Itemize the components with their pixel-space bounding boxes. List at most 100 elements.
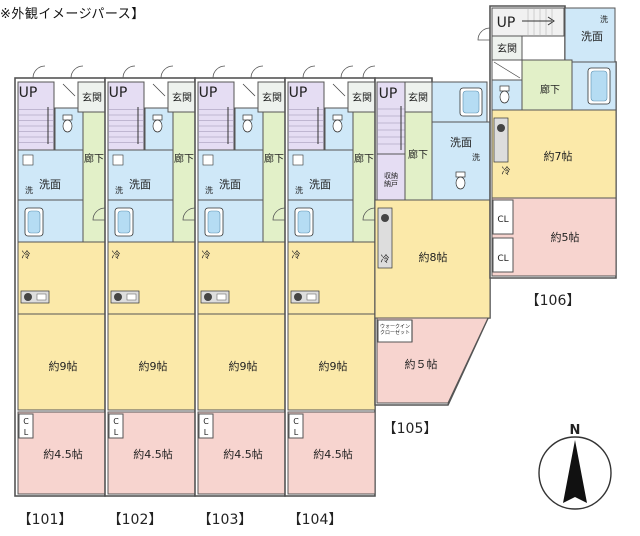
toilet-icon bbox=[499, 90, 510, 104]
toilet-icon-tank bbox=[332, 114, 343, 121]
front-door-swing bbox=[160, 65, 174, 79]
closet-label-l: L bbox=[114, 428, 119, 437]
corridor bbox=[521, 59, 573, 111]
front-door-swing bbox=[250, 65, 264, 79]
wash-mark: 洗 bbox=[472, 152, 480, 162]
stove-icon-sink bbox=[126, 293, 137, 301]
entrance bbox=[491, 35, 523, 61]
closet-label-c: C bbox=[23, 417, 29, 426]
unit-label-103: 【103】 bbox=[198, 512, 253, 528]
closet-label-c: C bbox=[113, 417, 119, 426]
up-label: UP bbox=[289, 85, 308, 101]
corridor-label: 廊下 bbox=[174, 152, 194, 165]
stairs bbox=[376, 81, 406, 155]
compass-needle-icon bbox=[563, 440, 587, 503]
stove-icon bbox=[377, 207, 393, 269]
up-label: UP bbox=[19, 85, 38, 101]
closet bbox=[108, 413, 124, 439]
toilet-icon bbox=[332, 119, 343, 133]
shoe-box-mark bbox=[493, 61, 521, 79]
stove-burner bbox=[497, 124, 505, 132]
up-label: UP bbox=[497, 15, 516, 31]
living-room-size: 約9帖 bbox=[319, 359, 348, 373]
stove-icon-burner bbox=[204, 293, 212, 301]
unit-label-102: 【102】 bbox=[108, 512, 163, 528]
wash-mark: 洗 bbox=[205, 185, 213, 195]
closet-label: CL bbox=[497, 215, 508, 225]
toilet-icon-tank bbox=[455, 171, 466, 178]
entrance-label: 玄関 bbox=[497, 42, 517, 55]
stove-icon-sink bbox=[36, 293, 47, 301]
washroom-label: 洗面 bbox=[450, 136, 472, 149]
living-room-size: 約9帖 bbox=[139, 359, 168, 373]
shoe-box-mark bbox=[242, 83, 256, 97]
washer-icon bbox=[292, 154, 304, 166]
washroom bbox=[564, 7, 616, 63]
corridor-label: 廊下 bbox=[84, 152, 104, 165]
bedroom-size: 約4.5帖 bbox=[43, 447, 83, 461]
up-label: UP bbox=[109, 85, 128, 101]
living-room bbox=[491, 109, 617, 199]
wash-mark: 洗 bbox=[25, 185, 33, 195]
unit-label-105: 【105】 bbox=[383, 421, 438, 437]
fridge-label: 冷 bbox=[501, 165, 510, 177]
compass-north-label: N bbox=[570, 423, 581, 438]
shoe-box-mark bbox=[62, 83, 76, 97]
living-room-size: 約9帖 bbox=[229, 359, 258, 373]
bedroom-size: 約4.5帖 bbox=[313, 447, 353, 461]
entry-door-swing bbox=[477, 27, 491, 41]
toilet-icon bbox=[455, 176, 466, 190]
stove-icon-burner bbox=[114, 293, 122, 301]
door-swing bbox=[362, 207, 376, 221]
stove-icon-burner bbox=[24, 293, 32, 301]
living-room-size: 約9帖 bbox=[49, 359, 78, 373]
toilet-icon bbox=[152, 119, 163, 133]
wash-mark: 洗 bbox=[295, 185, 303, 195]
bedroom-size: 約5帖 bbox=[551, 230, 580, 244]
corridor bbox=[172, 111, 196, 253]
front-door-swing bbox=[70, 65, 84, 79]
living-room bbox=[197, 313, 286, 411]
corridor-label: 廊下 bbox=[264, 152, 284, 165]
bedroom-size: 約５帖 bbox=[405, 357, 438, 371]
fridge-label: 冷 bbox=[291, 249, 300, 261]
corridor-label: 廊下 bbox=[540, 83, 560, 96]
stove-burner bbox=[381, 214, 389, 222]
living-room-size: 約7帖 bbox=[544, 149, 573, 163]
living-room bbox=[374, 199, 491, 319]
corridor-label: 廊下 bbox=[408, 148, 428, 161]
toilet-icon bbox=[62, 119, 73, 133]
bedroom bbox=[287, 411, 376, 495]
shoe-box-mark bbox=[152, 83, 166, 97]
corridor bbox=[82, 111, 106, 253]
entrance bbox=[404, 81, 433, 113]
unit-label-106: 【106】 bbox=[526, 293, 581, 309]
entry-door-swing bbox=[212, 65, 226, 79]
closet-label: CL bbox=[497, 254, 508, 264]
closet bbox=[198, 413, 214, 439]
washroom-label: 洗面 bbox=[219, 178, 241, 191]
storage-label: 収納納戸 bbox=[384, 171, 398, 188]
bedroom-size: 約4.5帖 bbox=[133, 447, 173, 461]
washer-icon bbox=[202, 154, 214, 166]
entrance-label: 玄関 bbox=[172, 91, 192, 104]
door-swing bbox=[272, 207, 286, 221]
door-swing bbox=[92, 207, 106, 221]
closet-label-c: C bbox=[293, 417, 299, 426]
bathtub-icon-water bbox=[590, 70, 608, 102]
shoe-box-mark bbox=[332, 83, 346, 97]
closet-label-c: C bbox=[203, 417, 209, 426]
unit-label-104: 【104】 bbox=[288, 512, 343, 528]
washroom-label: 洗面 bbox=[39, 178, 61, 191]
wash-mark: 洗 bbox=[600, 14, 608, 24]
front-door-swing bbox=[340, 65, 354, 79]
closet-label-l: L bbox=[24, 428, 29, 437]
living-room bbox=[107, 313, 196, 411]
storage bbox=[376, 153, 406, 201]
bathtub-icon-water bbox=[297, 210, 311, 234]
washer-icon bbox=[112, 154, 124, 166]
closet bbox=[288, 413, 304, 439]
entrance-label: 玄関 bbox=[82, 91, 102, 104]
fridge-label: 冷 bbox=[21, 249, 30, 261]
